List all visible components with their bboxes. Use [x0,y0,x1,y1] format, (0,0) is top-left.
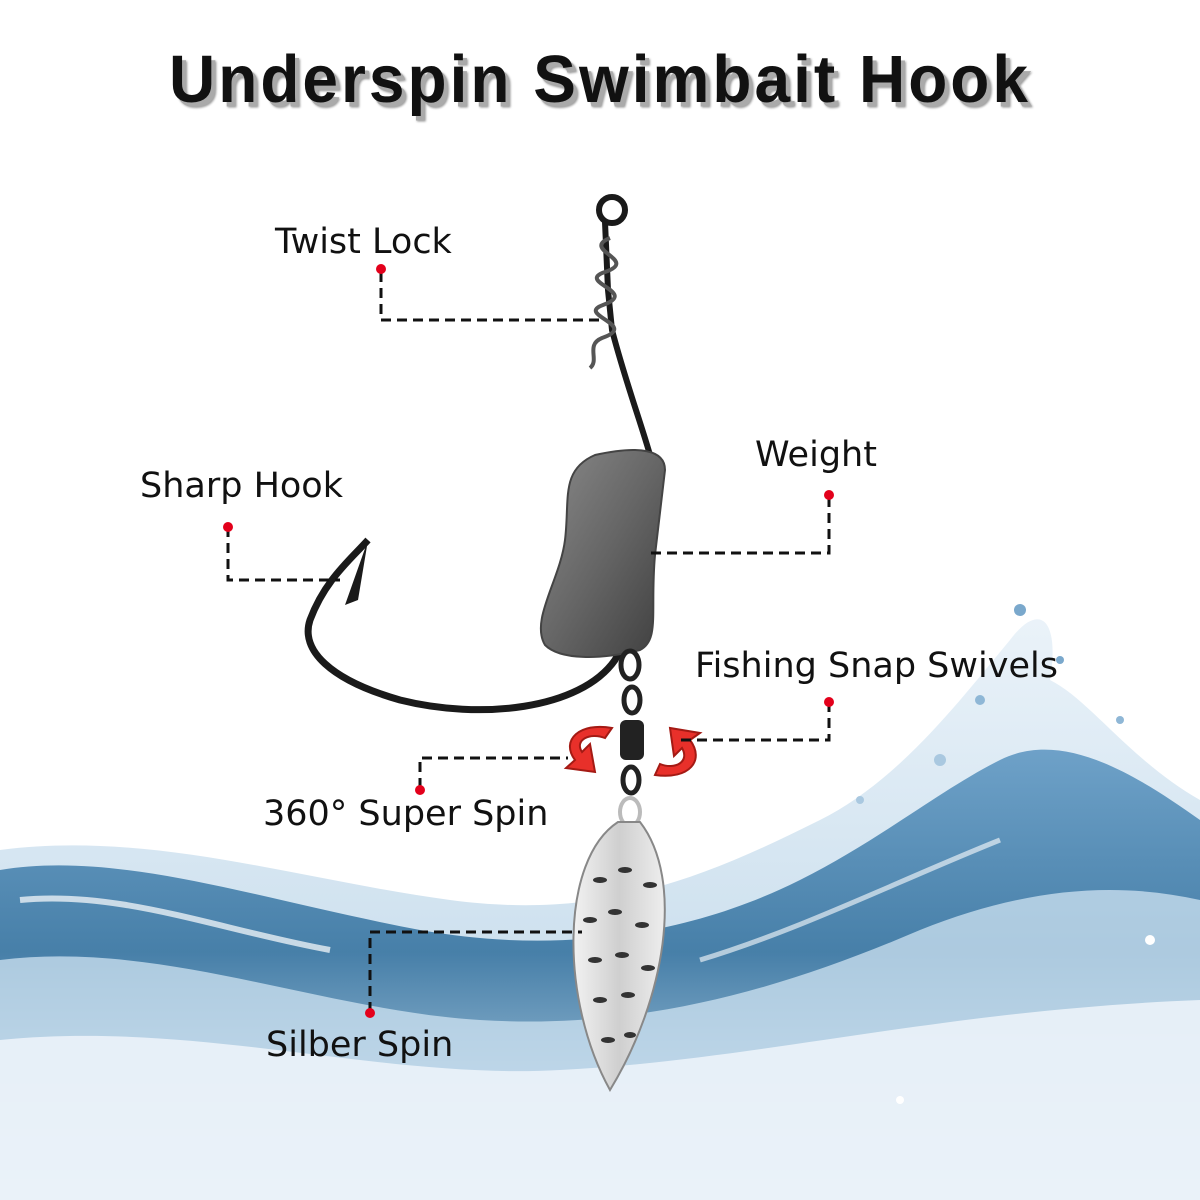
leader-snap-swivels [680,702,831,742]
snap-swivel [618,648,644,828]
marker-weight [824,490,834,500]
label-snap-swivels: Fishing Snap Swivels [695,646,1058,686]
label-twist-lock: Twist Lock [275,222,452,262]
leader-twist-lock [379,272,600,322]
leader-silber-spin [368,930,582,1012]
marker-snap-swivels [824,697,834,707]
spinner-blade [572,821,666,1092]
marker-silber-spin [365,1008,375,1018]
marker-twist-lock [376,264,386,274]
label-super-spin: 360° Super Spin [263,794,549,834]
marker-sharp-hook [223,522,233,532]
twist-lock-spring [588,236,619,370]
leader-lines [226,272,831,1012]
water-splash [0,604,1200,1200]
label-markers [223,264,834,1018]
label-weight: Weight [755,435,877,475]
leader-weight [650,497,831,555]
label-sharp-hook: Sharp Hook [140,466,343,506]
weight-body [539,449,667,658]
marker-super-spin [415,785,425,795]
page-title: Underspin Swimbait Hook [169,41,1031,117]
label-silber-spin: Silber Spin [266,1025,454,1065]
leader-super-spin [418,756,568,788]
leader-sharp-hook [226,527,340,582]
